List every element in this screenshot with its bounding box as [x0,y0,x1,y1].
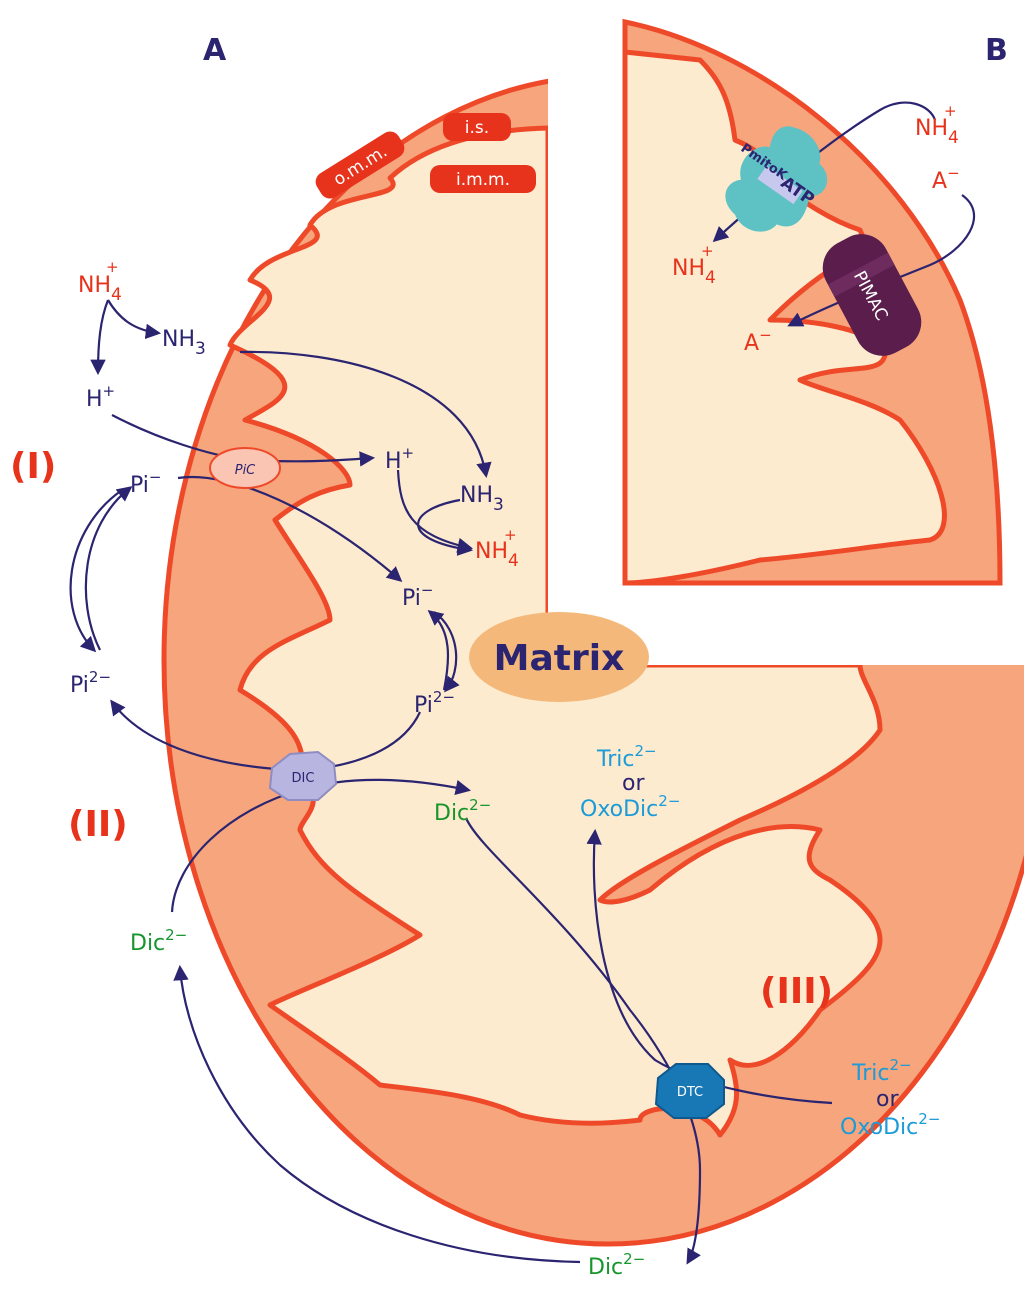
svg-text:i.s.: i.s. [465,118,489,138]
arrow-pi-outside-up [84,486,133,651]
species-h-matrix: H+ [385,444,414,474]
svg-text:NH4: NH4 [672,256,716,288]
arrow-dic-bottom-to-left [173,964,581,1264]
arrow-nh4-to-nh3 [107,299,162,340]
svg-text:NH4: NH4 [78,273,122,305]
svg-text:Tric2−: Tric2− [851,1056,912,1086]
species-dic-matrix: Dic2− [434,796,491,826]
dtc-transporter: DTC [654,1063,725,1119]
svg-text:or: or [622,771,645,796]
svg-text:+: + [106,258,119,276]
arrow-nh3-to-nh4 [417,498,474,556]
panel-label-b: B [985,33,1008,68]
svg-text:+: + [504,526,517,544]
arrow-dic-through-dtc [464,817,702,1265]
svg-text:Tric2−: Tric2− [596,742,657,772]
svg-text:OxoDic2−: OxoDic2− [580,792,680,822]
arrow-nh4-to-h [90,299,110,376]
species-pi-matrix: Pi− [402,581,433,611]
pathway-label-i: (I) [10,446,56,487]
species-pi-outer: Pi− [130,468,161,498]
inner-membrane-matrix [227,125,883,1138]
svg-text:or: or [876,1087,899,1112]
svg-text:i.m.m.: i.m.m. [456,170,510,190]
pmitok-channel [725,126,828,232]
arrow-pi-outside-down [69,489,123,653]
panel-label-a: A [203,33,227,68]
species-dic-left: Dic2− [130,926,187,956]
pic-transporter: PiC [209,447,281,489]
species-pi2-matrix: Pi2− [414,688,455,718]
pathway-label-ii: (II) [68,804,128,845]
svg-text:NH4: NH4 [915,116,959,148]
is-tag: i.s. [443,113,511,141]
species-nh3-outer: NH3 [162,327,206,359]
svg-text:DTC: DTC [677,1085,703,1100]
species-a-b-matrix: A− [744,326,772,356]
arrow-pi-matrix-up [427,610,450,691]
species-dic-bottom: Dic2− [588,1250,645,1280]
svg-text:Matrix: Matrix [494,638,625,679]
species-h-outer: H+ [86,382,115,412]
species-pi2-outer: Pi2− [70,668,111,698]
arrow-a-through-pimac [787,194,976,327]
pathway-label-iii: (III) [760,971,833,1012]
species-nh4-b-matrix: NH4 + [672,242,716,288]
species-nh4-matrix: NH4 + [475,526,519,571]
species-nh3-matrix: NH3 [460,483,504,515]
svg-text:NH4: NH4 [475,539,519,571]
species-a-b-outer: A− [932,164,960,194]
arrow-nh3-into-matrix [239,350,492,479]
species-tric-matrix: Tric2− or OxoDic2− [580,742,680,822]
imm-tag: i.m.m. [430,165,536,193]
arrow-pi-through-pic [177,475,403,583]
arrow-h-to-nh4 [396,469,474,553]
svg-text:DIC: DIC [292,771,315,786]
svg-text:+: + [944,102,957,120]
matrix-badge: Matrix [469,612,649,702]
svg-text:PiC: PiC [235,463,256,478]
species-nh4-b-outer: NH4 + [915,102,959,148]
pimac-channel: PIMAC [822,234,922,356]
species-tric-outer: Tric2− or OxoDic2− [840,1056,940,1140]
svg-text:+: + [701,242,714,260]
species-nh4-outer: NH4 + [78,258,122,305]
dic-transporter: DIC [268,750,338,801]
svg-text:OxoDic2−: OxoDic2− [840,1110,940,1140]
arrow-tric-through-dtc [586,828,833,1105]
